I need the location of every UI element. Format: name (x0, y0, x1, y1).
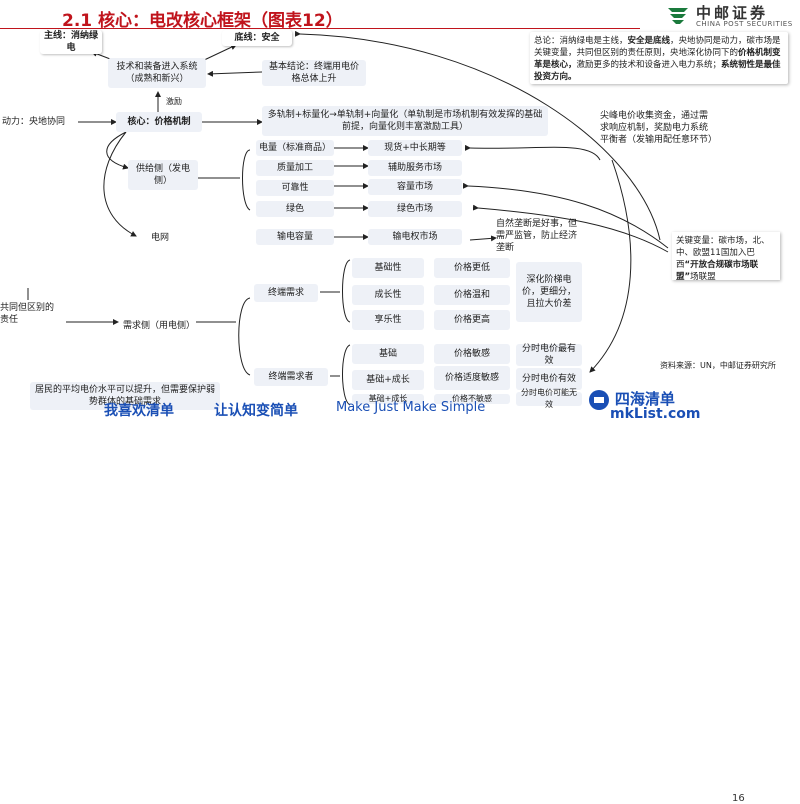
brand-badge-icon (589, 390, 609, 410)
watermark-url: mkList.com (610, 406, 701, 422)
watermark-brand: 四海清单 (588, 388, 675, 411)
summary-text-2: ，央地协同是动力，碳市场是关键变量，共同但区别的责任原则，央地深化协同下的 (534, 36, 781, 58)
supply-item-0: 电量（标准商品） (256, 140, 334, 156)
t2-note-0: 分时电价最有效 (516, 344, 582, 366)
supply-item-2: 可靠性 (256, 180, 334, 196)
terminal-demander-box: 终端需求者 (254, 368, 328, 386)
track-reform-box: 多轨制+标量化→单轨制+向量化（单轨制是市场机制有效发挥的基础前提，向量化则丰富… (262, 106, 548, 136)
supply-side-box: 供给侧（发电侧） (128, 160, 198, 190)
peak-price-note: 尖峰电价收集资金，通过需求响应机制，奖励电力系统平衡者（发输用配任意环节） (600, 111, 718, 145)
incentive-label: 激励 (166, 97, 182, 106)
t1-tier-note: 深化阶梯电价，更细分，且拉大价差 (516, 262, 582, 322)
source-note: 资料来源：UN，中邮证券研究所 (660, 361, 776, 370)
t2-price-0: 价格敏感 (434, 344, 510, 364)
key-variable-box: 关键变量：碳市场，北、中、欧盟11国加入巴西“开放合规碳市场联盟”场联盟 (672, 232, 780, 282)
supply-item-1: 质量加工 (256, 160, 334, 176)
key-var-bold: “开放合规碳市场联盟” (676, 260, 759, 282)
title-underline (0, 28, 640, 29)
footer-band: 居民的平均电价水平可以提升，但需要保护弱势群体的基础需求 我喜欢清单 让认知变简… (0, 382, 800, 804)
t1-item-1: 成长性 (352, 285, 424, 305)
summary-text-1: 总论：消纳绿电是主线， (534, 36, 628, 46)
market-item-1: 辅助服务市场 (368, 160, 462, 176)
supply-item-3: 绿色 (256, 201, 334, 217)
t2-item-0: 基础 (352, 344, 424, 364)
t2-item-2: 基础+成长 (352, 394, 424, 404)
company-logo: 中邮证券 CHINA POST SECURITIES (666, 2, 796, 28)
page-title: 2.1 核心：电改核心框架（图表12） (62, 11, 343, 31)
watermark-left: 我喜欢清单 (104, 403, 174, 419)
watermark-middle: 让认知变简单 (214, 403, 298, 419)
header-bar: 2.1 核心：电改核心框架（图表12） 中邮证券 CHINA POST SECU… (0, 0, 800, 31)
title-accent-mark (0, 0, 60, 28)
resident-price-note: 居民的平均电价水平可以提升，但需要保护弱势群体的基础需求 (30, 382, 220, 410)
key-var-suffix: 场联盟 (690, 272, 716, 282)
basic-conclusion-box: 基本结论：终端用电价格总体上升 (262, 60, 366, 86)
grid-box: 电网 (150, 233, 169, 243)
terminal-demand-box: 终端需求 (254, 284, 318, 302)
t1-price-2: 价格更高 (434, 310, 510, 330)
summary-box: 总论：消纳绿电是主线，安全是底线，央地协同是动力，碳市场是关键变量，共同但区别的… (530, 32, 788, 84)
logo-text-zh: 中邮证券 (696, 4, 769, 22)
natural-monopoly-note: 自然垄断是好事，但需严监管，防止经济垄断 (496, 219, 578, 253)
common-responsibility-label: 共同但区别的责任 (0, 303, 55, 325)
driver-label: 动力：央地协同 (2, 117, 66, 127)
summary-bold-2: 价格机制变革是核心， (534, 48, 781, 70)
post-logo-icon (668, 8, 688, 24)
t2-price-2: 价格不敏感 (434, 394, 510, 404)
core-box: 核心：价格机制 (116, 112, 202, 132)
logo-text-en: CHINA POST SECURITIES (696, 20, 793, 28)
t1-item-0: 基础性 (352, 258, 424, 278)
summary-bold-3: 系统韧性是最佳投资方向。 (534, 60, 781, 82)
t2-note-2: 分时电价可能无效 (516, 388, 582, 409)
t1-price-0: 价格更低 (434, 258, 510, 278)
t1-item-2: 享乐性 (352, 310, 424, 330)
market-item-3: 绿色市场 (368, 201, 462, 217)
summary-text-3: 激励更多的技术和设备进入电力系统； (576, 60, 722, 70)
watermark-english: Make Just Make Simple (336, 400, 486, 415)
brand-name: 四海清单 (614, 390, 675, 408)
tech-entry-box: 技术和装备进入系统（成熟和新兴） (108, 58, 206, 88)
transmission-rights-box: 输电权市场 (368, 229, 462, 245)
mainline-box: 主线：消纳绿电 (40, 30, 102, 54)
t2-item-1: 基础+成长 (352, 370, 424, 390)
key-var-text: 关键变量：碳市场，北、中、欧盟11国加入巴西 (676, 236, 770, 270)
t1-price-1: 价格温和 (434, 285, 510, 305)
t2-note-1: 分时电价有效 (516, 368, 582, 390)
bottom-line-box: 底线：安全 (222, 30, 292, 46)
grid-capacity-box: 输电容量 (256, 229, 334, 245)
market-item-2: 容量市场 (368, 179, 462, 195)
demand-side-box: 需求侧（用电侧） (123, 321, 196, 331)
summary-bold-1: 安全是底线 (627, 36, 671, 46)
market-item-0: 现货+中长期等 (368, 140, 462, 156)
page-number: 16 (732, 793, 745, 804)
t2-price-1: 价格适度敏感 (434, 366, 510, 390)
